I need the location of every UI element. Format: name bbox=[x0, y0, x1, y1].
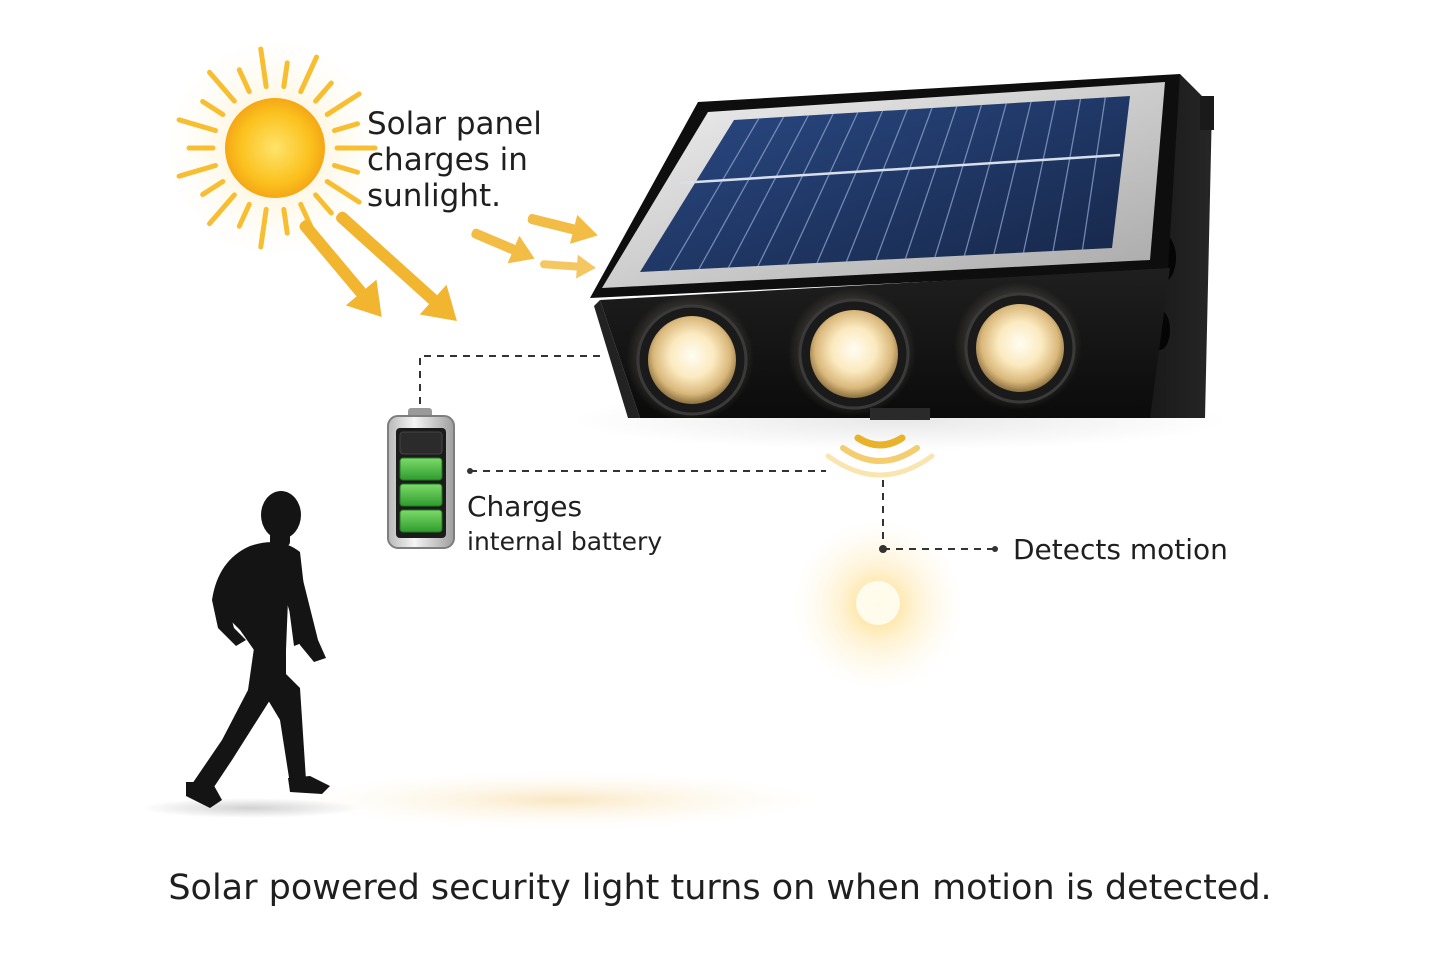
solar-cell-divider bbox=[904, 106, 958, 259]
solar-cell-divider bbox=[1081, 97, 1106, 250]
battery-label-subtitle: internal battery bbox=[467, 527, 663, 556]
solar-cell-divider bbox=[875, 107, 933, 261]
sun-ray bbox=[176, 162, 219, 179]
leader-lines bbox=[419, 355, 995, 550]
battery-cell bbox=[399, 483, 443, 507]
sun-ray bbox=[236, 67, 252, 95]
lamp-right bbox=[954, 282, 1082, 410]
solar-cell-divider bbox=[698, 116, 785, 270]
solar-panel-cells bbox=[640, 96, 1130, 272]
sun-ray bbox=[281, 206, 290, 236]
sunlight-arrows bbox=[299, 211, 598, 322]
arrow-to-panel-1 bbox=[471, 228, 535, 264]
sun-ray bbox=[298, 54, 320, 95]
solar-cell-divider bbox=[1022, 100, 1057, 253]
sun-ray bbox=[331, 121, 361, 134]
sun-ray bbox=[176, 117, 219, 134]
motion-light-glow bbox=[793, 520, 963, 690]
battery-cell bbox=[399, 457, 443, 481]
sun-icon bbox=[165, 38, 385, 258]
solar-panel-label: Solar panel charges in sunlight. bbox=[367, 106, 542, 214]
sun-ray bbox=[281, 60, 290, 90]
solar-cell-divider bbox=[993, 101, 1032, 255]
solar-cell-divider bbox=[845, 109, 908, 262]
solar-cell-divider bbox=[934, 104, 983, 258]
floor-shadow bbox=[140, 798, 360, 818]
battery-cell bbox=[399, 431, 443, 455]
floor-light bbox=[300, 772, 820, 828]
motion-label: Detects motion bbox=[1013, 533, 1228, 566]
solar-cell-divider bbox=[1052, 98, 1082, 252]
solar-cell-divider bbox=[963, 103, 1007, 256]
sun-ray bbox=[236, 201, 252, 229]
sun-ray bbox=[200, 99, 226, 117]
lamp-center bbox=[788, 288, 916, 416]
solar-cell-divider bbox=[668, 118, 760, 271]
sun-ray bbox=[324, 91, 362, 117]
solar-cell-divider bbox=[816, 110, 884, 264]
solar-cell-divider bbox=[786, 112, 859, 265]
solar-light-icon bbox=[570, 74, 1230, 450]
sun-ray bbox=[207, 69, 237, 104]
sun-ray bbox=[331, 162, 361, 175]
battery-label-title: Charges bbox=[467, 490, 583, 523]
sun-ray bbox=[258, 206, 269, 250]
sun-ray bbox=[258, 46, 269, 90]
sun-ray bbox=[313, 80, 334, 104]
solar-cell-divider bbox=[757, 113, 834, 267]
sun-ray bbox=[207, 192, 237, 227]
walking-person-icon bbox=[186, 491, 330, 808]
arrow-down-right bbox=[336, 211, 457, 322]
sun-ray bbox=[200, 179, 226, 197]
sun-ray bbox=[324, 179, 362, 205]
caption: Solar powered security light turns on wh… bbox=[168, 868, 1272, 908]
sun-ray bbox=[313, 192, 334, 216]
arrow-to-panel-2 bbox=[527, 213, 598, 244]
solar-cell-divider bbox=[727, 115, 809, 268]
battery-cell bbox=[399, 509, 443, 533]
motion-sensor-icon bbox=[825, 434, 935, 478]
battery-icon bbox=[387, 408, 455, 549]
arrow-down-left bbox=[299, 220, 382, 317]
lamp-left bbox=[626, 294, 754, 422]
arrow-to-panel-3 bbox=[539, 254, 596, 279]
